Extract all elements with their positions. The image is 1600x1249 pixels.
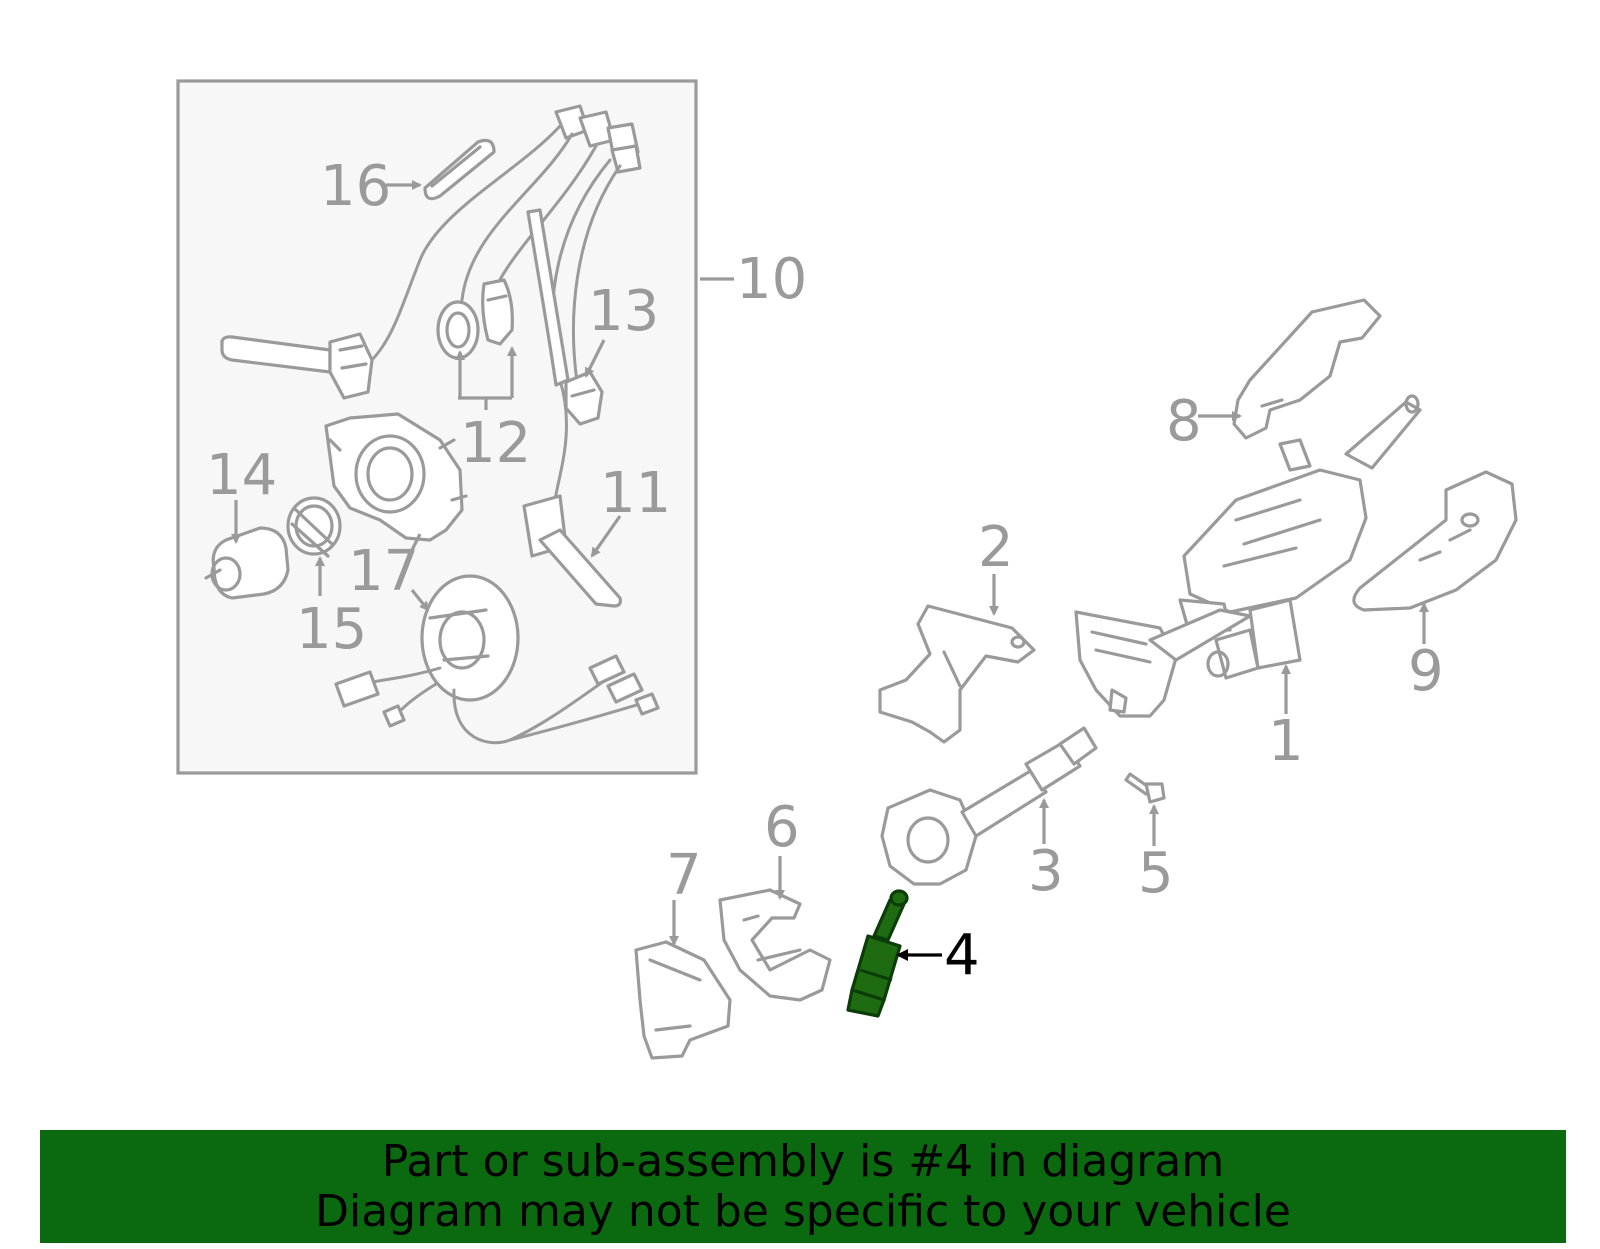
callout-6: 6: [764, 795, 800, 860]
part-10-harness: [358, 104, 642, 502]
callout-16: 16: [320, 154, 391, 219]
part-1-steering-column: [1074, 394, 1422, 718]
callout-8: 8: [1166, 389, 1202, 454]
part-2-bracket: [878, 604, 1036, 744]
part-6-seal-plate: [718, 888, 832, 1002]
callout-14: 14: [206, 443, 277, 508]
part-16-switch-cover: [423, 138, 496, 201]
callout-3: 3: [1028, 839, 1064, 904]
part-9-lower-shroud: [1352, 470, 1518, 612]
part-7-cover: [634, 940, 732, 1060]
leader-lines: [231, 180, 1429, 961]
callout-9: 9: [1408, 639, 1444, 704]
part-12-switches: [436, 278, 514, 360]
part-11-wiper-lever: [522, 494, 622, 608]
callout-4: 4: [944, 923, 980, 988]
part-4-highlighted[interactable]: [846, 889, 909, 1018]
info-banner: Part or sub-assembly is #4 in diagram Di…: [40, 1130, 1566, 1243]
callout-5: 5: [1138, 841, 1174, 906]
part-turn-signal-lever: [220, 332, 374, 400]
banner-line-1: Part or sub-assembly is #4 in diagram: [381, 1135, 1225, 1187]
callout-15: 15: [296, 597, 367, 662]
callout-17: 17: [348, 539, 419, 604]
part-15-ring: [286, 496, 342, 558]
callout-12: 12: [460, 411, 531, 476]
part-3-intermediate-shaft: [880, 726, 1098, 886]
part-8-upper-shroud: [1232, 298, 1382, 440]
part-switch-housing: [324, 412, 468, 542]
callout-1: 1: [1268, 709, 1304, 774]
callout-11: 11: [600, 461, 671, 526]
part-17-clockspring: [334, 574, 660, 745]
callout-labels: 16 10 13 12 14 11 17 15 2 8 9 1 3 5 6 7 …: [206, 154, 1444, 988]
part-5-bolt: [1124, 772, 1166, 804]
banner-line-2: Diagram may not be specific to your vehi…: [315, 1185, 1291, 1237]
callout-10: 10: [736, 247, 807, 312]
callout-2: 2: [978, 515, 1014, 580]
callout-7: 7: [666, 843, 702, 908]
part-14-lock-cylinder: [204, 526, 290, 600]
callout-13: 13: [588, 279, 659, 344]
part-13-connector: [564, 370, 604, 426]
